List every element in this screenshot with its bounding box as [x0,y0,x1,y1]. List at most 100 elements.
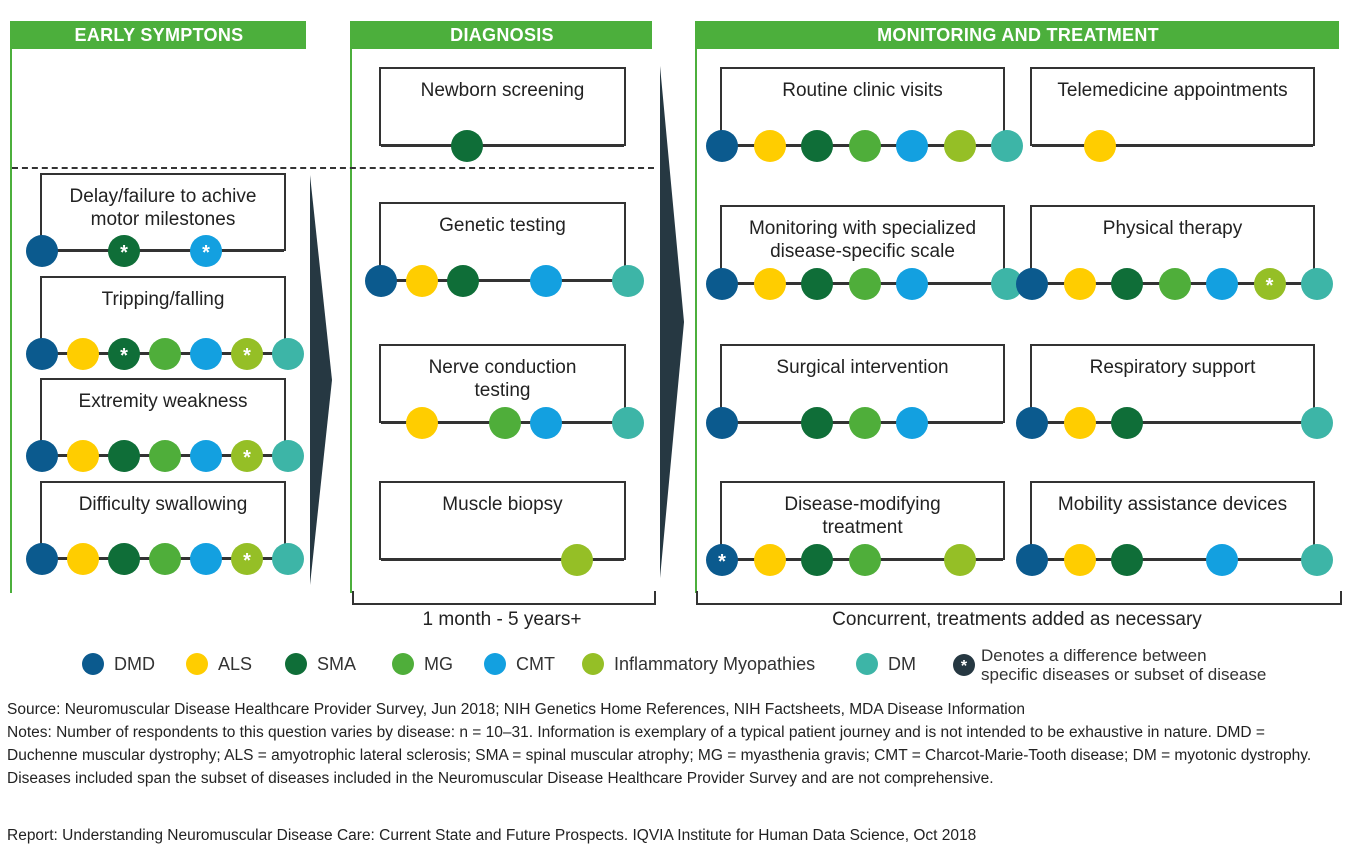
treatment-box: Respiratory support [1016,344,1333,439]
disease-dot-dmd [706,407,738,439]
disease-dot-cmt: * [190,235,222,267]
box-label: Extremity weakness [78,391,248,412]
disease-dot-sma: * [108,235,140,267]
disease-dot-cmt [190,338,222,370]
legend-swatch [856,653,878,675]
arrow-chevron-1 [310,175,332,585]
symptom-box: Difficulty swallowing* [26,481,304,575]
box-label: Mobility assistance devices [1057,494,1288,515]
disease-dot-dm [1301,407,1333,439]
legend-swatch [582,653,604,675]
disease-dot-sma [447,265,480,297]
disease-dot-mg [149,440,181,472]
legend-label: SMA [317,653,357,674]
disease-dot-dmd: * [706,544,738,576]
box-label: Physical therapy [1102,218,1243,239]
disease-dot-sma [1111,268,1143,300]
legend-asterisk-label: Denotes a difference between specific di… [981,646,1267,684]
disease-dot-als [753,268,786,300]
disease-dot-cmt [190,440,222,472]
legend-swatch [82,653,104,675]
disease-dot-sma [801,407,833,439]
asterisk-icon: * [953,654,975,676]
disease-dot-row: * [706,544,1017,576]
disease-dot-sma [801,544,833,576]
arrow-chevron-2 [660,66,684,578]
disease-dot-sma [108,440,140,472]
treatment-box: Monitoring with specialized disease-spec… [706,205,1023,300]
box-label: Routine clinic visits [782,80,943,101]
disease-dot-cmt [529,407,562,439]
legend-label: ALS [218,653,253,674]
legend-label: Inflammatory Myopathies [614,653,816,674]
disease-dot-als [1063,268,1096,300]
disease-dot-als [1063,407,1096,439]
dot-connector-line [381,145,624,147]
box-label: Respiratory support [1089,357,1256,378]
disease-dot-row: ** [26,338,304,370]
disease-dot-row [1016,407,1333,439]
diagnosis-timeline-label: 1 month - 5 years+ [422,609,582,630]
legend-item-cmt: CMT [484,652,555,676]
diagnosis-rail [350,21,352,593]
legend-swatch [484,653,506,675]
legend-item-asterisk: * Denotes a difference between specific d… [953,645,1266,685]
disease-dot-dm [272,338,304,370]
disease-dot-dmd [1016,407,1048,439]
disease-dot-dm [1301,544,1333,576]
disease-dot-cmt [529,265,562,297]
disease-dot-sma [1111,407,1143,439]
disease-dot-cmt [896,407,928,439]
disease-dot-dmd [706,130,738,162]
treatment-box: Routine clinic visits [706,67,1023,162]
box-label: Genetic testing [439,215,566,236]
disease-dot-sma [801,268,833,300]
header-early-symptoms: EARLY SYMPTONS [12,21,306,49]
disease-dot-dmd [26,235,58,267]
legend-swatch [186,653,208,675]
disease-dot-cmt [896,130,928,162]
legend-swatch [285,653,307,675]
disease-dot-mg [848,544,881,576]
disease-dot-row [706,130,1023,162]
disease-dot-dm [272,440,304,472]
box-label: Tripping/falling [101,289,225,310]
disease-dot-im: * [231,440,263,472]
disease-dot-mg [149,543,181,575]
dot-connector-line [1032,145,1313,147]
disease-dot-dmd [26,338,58,370]
disease-dot-mg [488,407,521,439]
disease-dot-row: * [1016,268,1333,300]
legend-item-im: Inflammatory Myopathies [582,652,815,676]
disease-dot-row [1018,130,1327,162]
disease-dot-row: ** [26,235,298,267]
box-label: Surgical intervention [776,357,949,378]
disease-dot-dmd [26,440,58,472]
disease-dot-im: * [231,543,263,575]
disease-dot-als [1063,544,1096,576]
disease-dot-als [67,338,99,370]
treatment-box: Mobility assistance devices [1016,481,1333,576]
treatment-box: Physical therapy * [1016,205,1333,300]
footer-notes: Notes: Number of respondents to this que… [7,724,1312,787]
disease-dot-cmt [896,268,928,300]
disease-dot-dmd [1016,268,1048,300]
legend-item-dmd: DMD [82,652,155,676]
disease-dot-dm [612,265,644,297]
disease-dot-sma [108,543,140,575]
disease-dot-als [67,543,99,575]
legend-item-sma: SMA [285,652,356,676]
disease-dot-row [365,265,644,297]
legend-label: MG [424,653,453,674]
dot-connector-line [381,280,624,282]
box-label: Delay/failure to achive motor milestones [69,186,257,230]
disease-dot-als [67,440,99,472]
disease-dot-dmd [706,268,738,300]
disease-dot-im: * [231,338,263,370]
disease-dot-sma [801,130,833,162]
disease-dot-row [706,407,1017,439]
dot-connector-line [42,250,284,252]
symptom-box: Tripping/falling ** [26,276,304,370]
disease-dot-als [753,130,786,162]
symptom-box: Extremity weakness * [26,378,304,472]
